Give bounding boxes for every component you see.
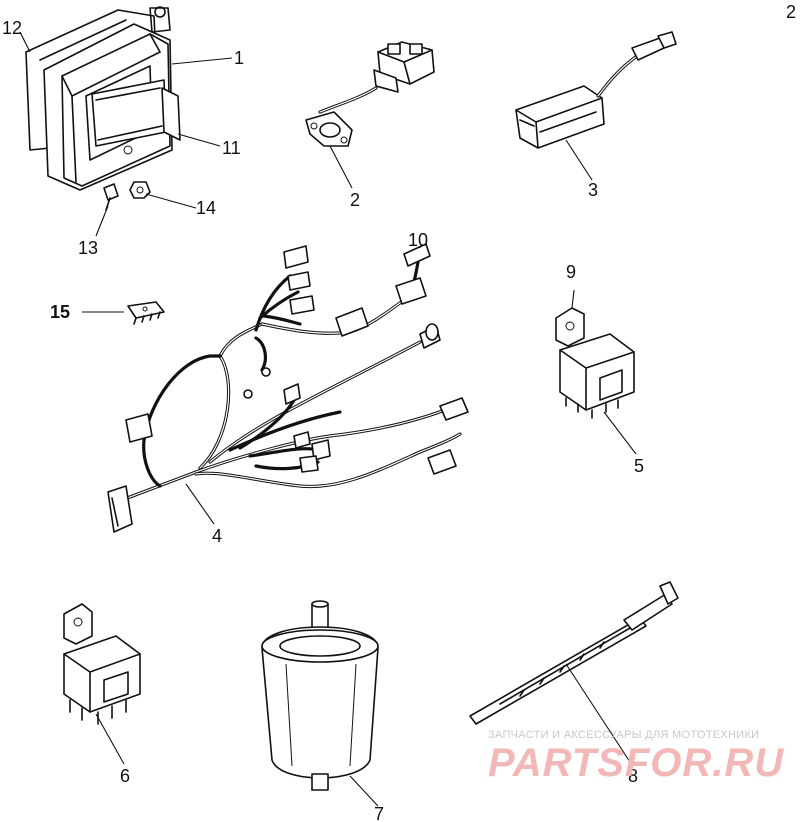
relay-5 xyxy=(555,307,635,419)
wiring-harness xyxy=(107,243,469,533)
callout-6: 6 xyxy=(120,766,130,786)
watermark-brand: PARTSFOR.RU xyxy=(488,741,784,785)
chip-component xyxy=(127,301,165,325)
module-sensor xyxy=(515,31,677,149)
callout-15: 15 xyxy=(50,302,70,322)
cable-strap xyxy=(469,581,679,725)
fuel-filter xyxy=(261,600,379,791)
watermark-tagline: ЗАПЧАСТИ И АКСЕССУАРЫ ДЛЯ МОТОТЕХНИКИ xyxy=(488,729,759,741)
callout-9: 9 xyxy=(566,262,576,282)
callout-4: 4 xyxy=(212,526,222,546)
callout-2: 2 xyxy=(350,190,360,210)
callout-12: 12 xyxy=(2,18,22,38)
ecu-module xyxy=(25,6,181,211)
callout-10: 10 xyxy=(408,230,428,250)
callout-14: 14 xyxy=(196,198,216,218)
sensor-assembly xyxy=(305,41,435,147)
callout-1: 1 xyxy=(234,48,244,68)
corner-label: 2 xyxy=(786,2,796,22)
callout-8: 8 xyxy=(628,766,638,786)
leader-lines xyxy=(19,31,637,807)
relay-6 xyxy=(63,603,141,725)
callout-5: 5 xyxy=(634,456,644,476)
callout-3: 3 xyxy=(588,180,598,200)
callout-13: 13 xyxy=(78,238,98,258)
callout-7: 7 xyxy=(374,804,384,822)
callout-11: 11 xyxy=(222,138,241,158)
